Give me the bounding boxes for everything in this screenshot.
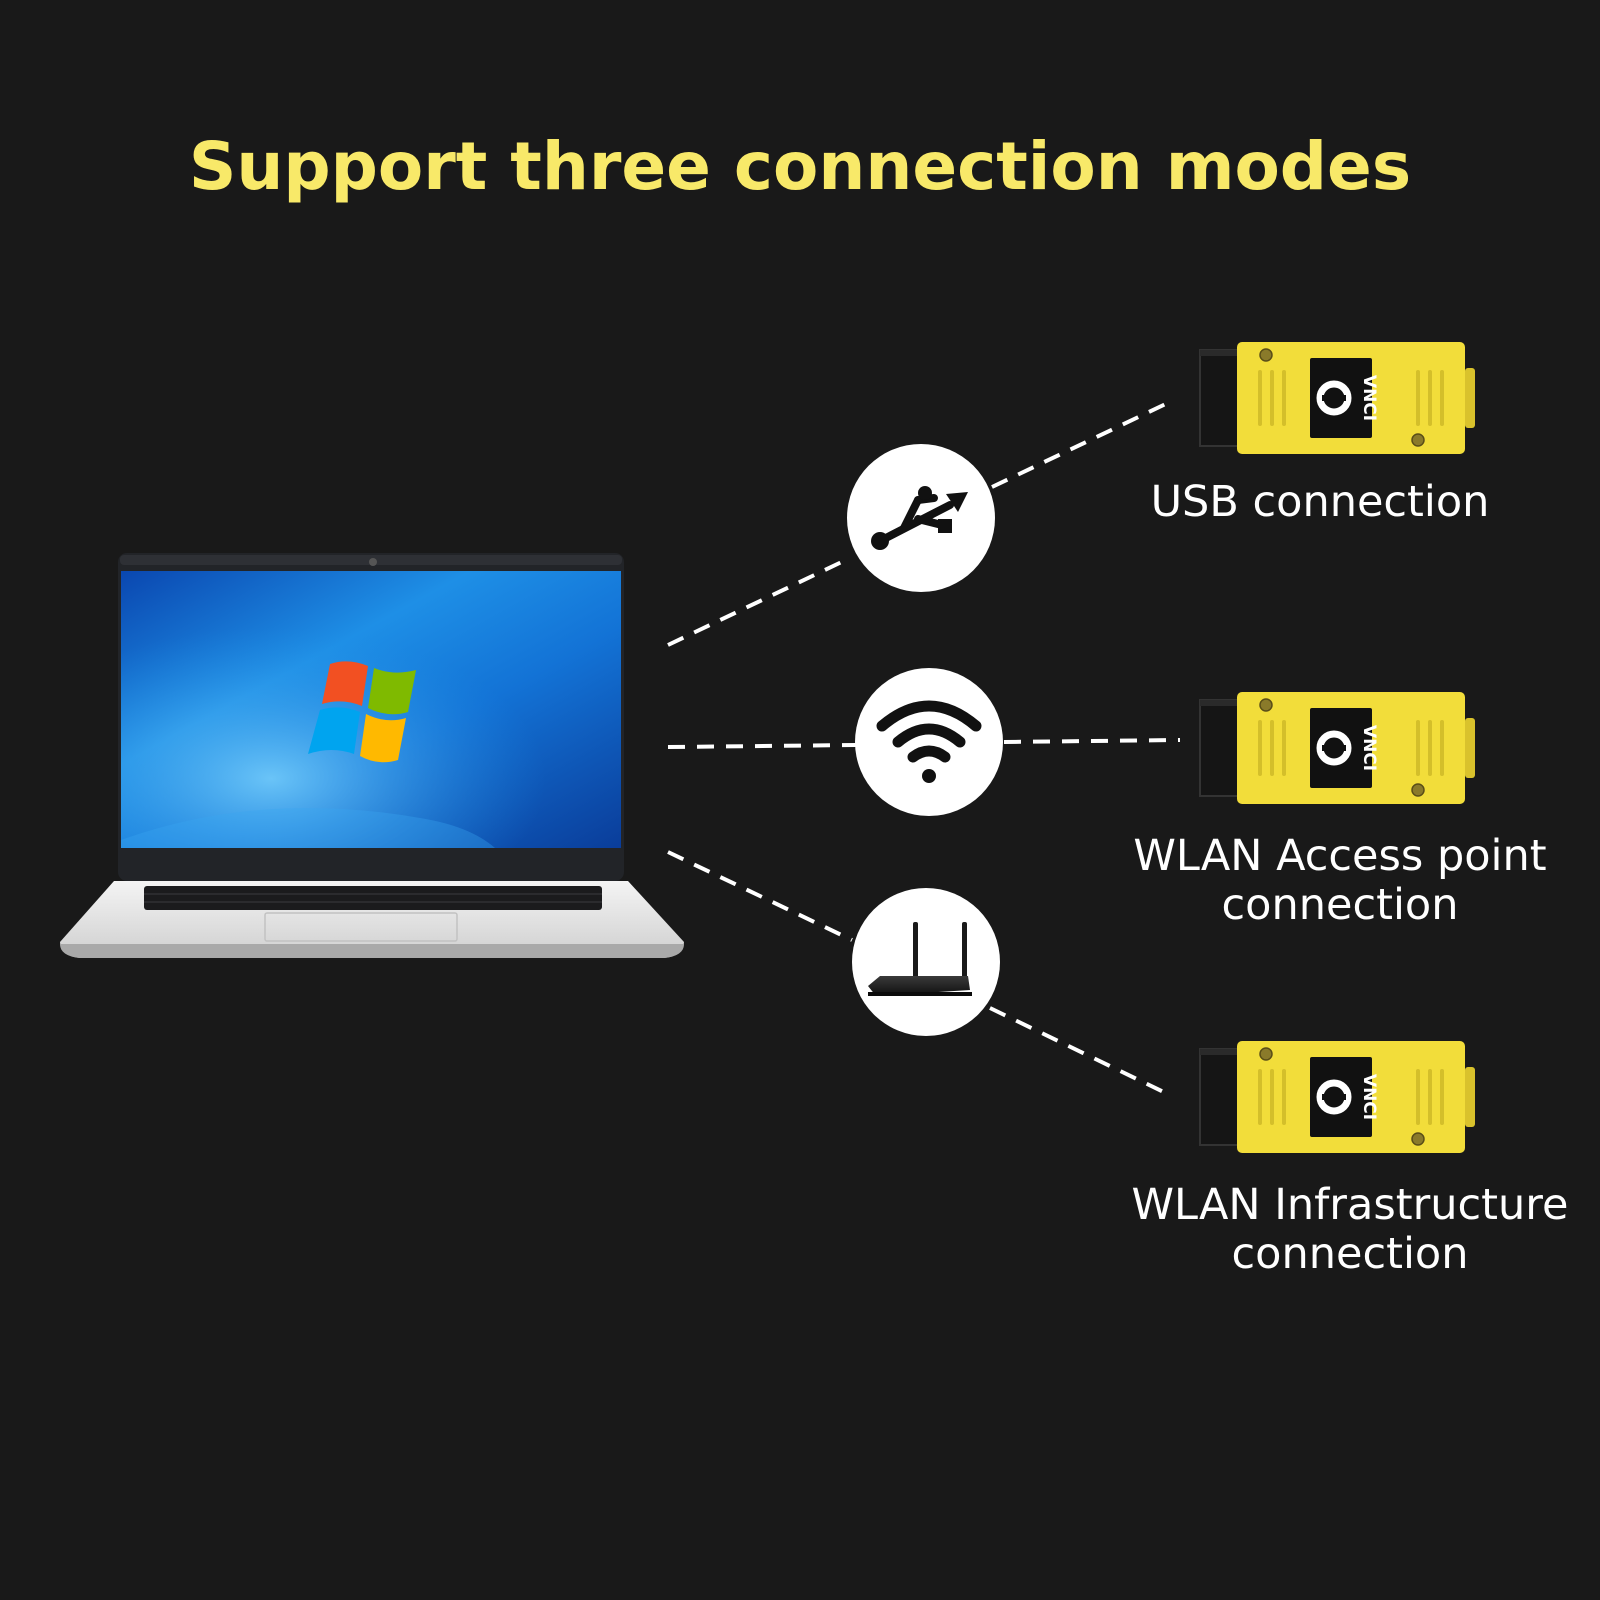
- vnci-device-usb: VNCI: [1199, 342, 1475, 454]
- laptop-keyboard: [144, 886, 602, 910]
- usb-connection-label: USB connection: [1150, 477, 1490, 527]
- connector-lines: [667, 398, 1181, 1098]
- wlan-access-point-label: WLAN Access point connection: [1133, 831, 1547, 930]
- wlan-infrastructure-label: WLAN Infrastructure connection: [1131, 1180, 1569, 1279]
- vnci-device-wlan-ap: VNCI: [1199, 692, 1475, 804]
- wifi-line-right: [1003, 738, 1181, 744]
- laptop-touchpad: [264, 912, 458, 942]
- windows-logo-icon: [308, 661, 416, 763]
- router-line-right: [989, 1006, 1173, 1098]
- wifi-line-left: [667, 743, 857, 749]
- wifi-icon: [855, 668, 1003, 816]
- vnci-brand-text: VNCI: [1359, 375, 1379, 421]
- usb-icon: [847, 444, 995, 592]
- laptop: [60, 553, 684, 958]
- usb-line-left: [667, 556, 851, 647]
- vnci-brand-text: VNCI: [1359, 725, 1379, 771]
- page-title: Support three connection modes: [188, 128, 1412, 205]
- vnci-brand-text: VNCI: [1359, 1074, 1379, 1120]
- vnci-devices: VNCI VNCI VNCI: [1199, 342, 1475, 1153]
- router-icon: [852, 888, 1000, 1036]
- usb-line-right: [991, 398, 1175, 489]
- router-line-left: [667, 850, 853, 942]
- vnci-device-wlan-infra: VNCI: [1199, 1041, 1475, 1153]
